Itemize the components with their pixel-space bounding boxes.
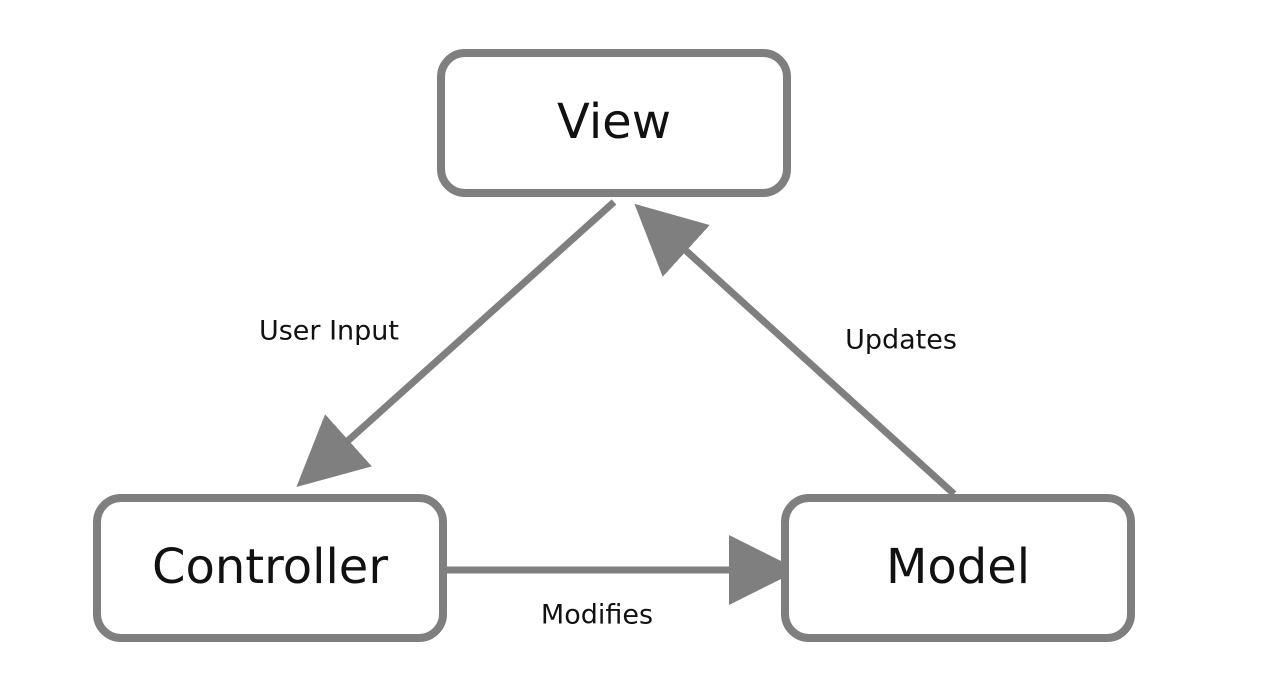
node-model: Model	[781, 494, 1135, 642]
node-controller-box	[93, 494, 447, 642]
edge-user-input-label: User Input	[259, 316, 399, 347]
edge-modifies-label: Modifies	[541, 600, 653, 631]
node-controller: Controller	[93, 494, 447, 642]
node-controller-label: Controller	[152, 539, 388, 595]
node-view: View	[437, 49, 791, 197]
node-view-label: View	[557, 94, 671, 150]
edge-updates-arrow	[634, 203, 957, 497]
node-model-label: Model	[886, 539, 1030, 595]
edge-updates-label: Updates	[845, 325, 957, 356]
node-model-box	[781, 494, 1135, 642]
node-view-box	[437, 49, 791, 197]
edge-user-input-arrow	[296, 199, 617, 488]
